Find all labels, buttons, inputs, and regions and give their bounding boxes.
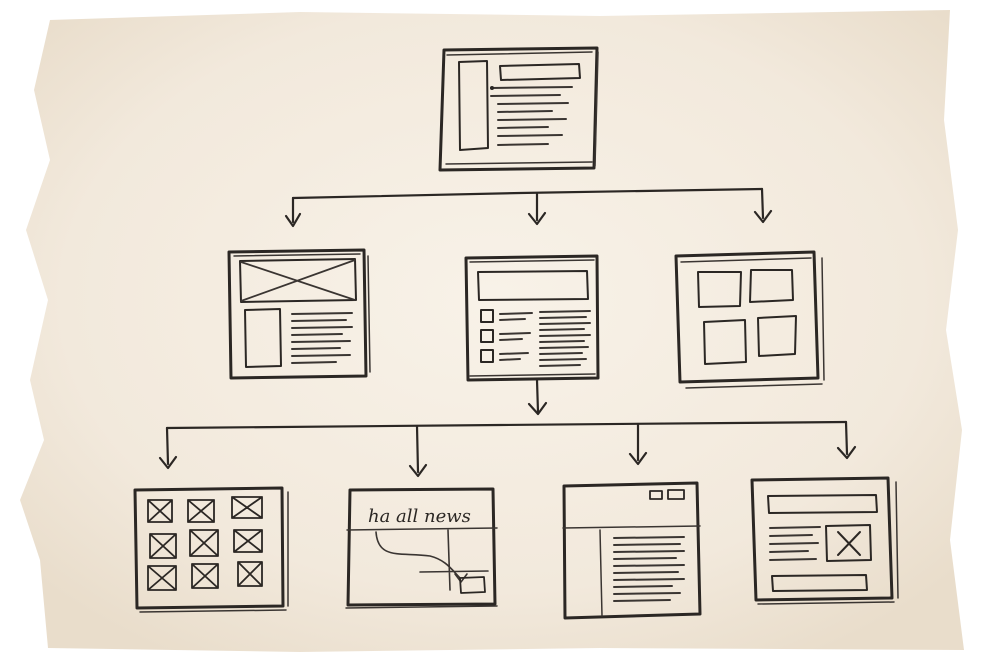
connector-middle-arrow (527, 378, 548, 416)
connector-level-2 (158, 420, 857, 478)
level2-page-grid (674, 250, 825, 389)
level2-page-image-header (227, 248, 371, 380)
level3-page-article (562, 481, 702, 620)
level2-page-list (464, 254, 600, 382)
level3-page-gallery (133, 486, 289, 613)
level3-page-flow: ha all news (345, 487, 498, 609)
scribble-text: ha all news (368, 506, 471, 527)
level3-page-form-image (750, 476, 899, 605)
root-page-sketch (438, 46, 599, 172)
connector-level-1 (284, 187, 773, 228)
